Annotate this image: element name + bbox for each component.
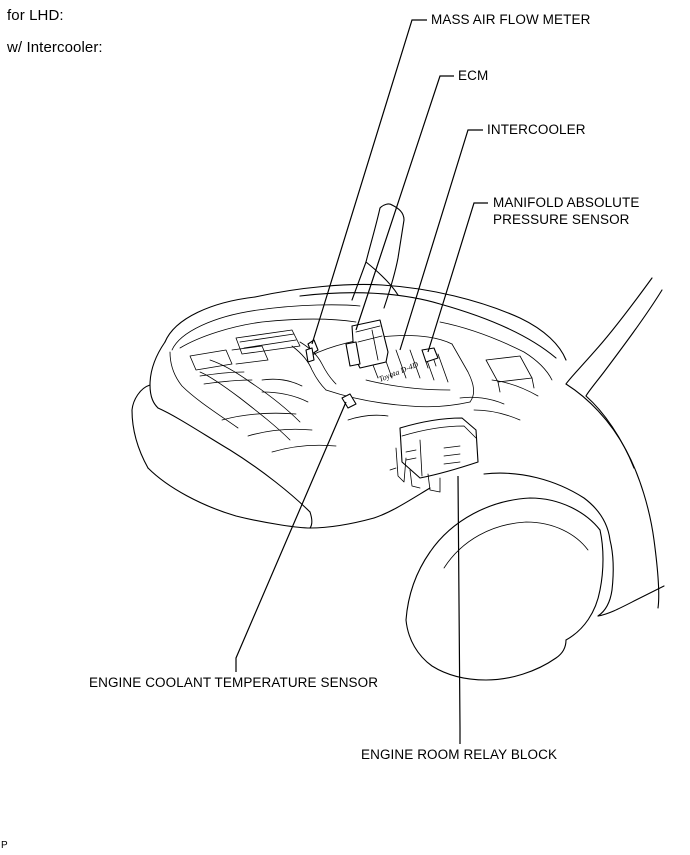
ecm-part [345, 319, 389, 369]
relay-block-part [389, 417, 479, 493]
label-intercooler: INTERCOOLER [487, 122, 586, 137]
label-engine-coolant-temperature-sensor: ENGINE COOLANT TEMPERATURE SENSOR [89, 675, 379, 690]
header-line-1: for LHD: [7, 7, 64, 24]
label-ecm: ECM [458, 68, 489, 83]
mass-air-flow-meter-part [305, 339, 319, 363]
engine-cover-text: Toyota D-4D [377, 360, 419, 384]
label-mass-air-flow-meter: MASS AIR FLOW METER [431, 12, 591, 27]
ect-sensor-part [341, 393, 357, 409]
leader-lines [235, 19, 488, 744]
label-engine-room-relay-block: ENGINE ROOM RELAY BLOCK [361, 747, 558, 762]
map-sensor-part [421, 347, 439, 369]
car-body [131, 203, 665, 681]
header-line-2: w/ Intercooler: [7, 39, 103, 56]
label-map-sensor-line-2: PRESSURE SENSOR [493, 212, 630, 227]
footer-code: P [1, 840, 8, 851]
engine-bay [179, 318, 553, 453]
label-map-sensor-line-1: MANIFOLD ABSOLUTE [493, 195, 640, 210]
